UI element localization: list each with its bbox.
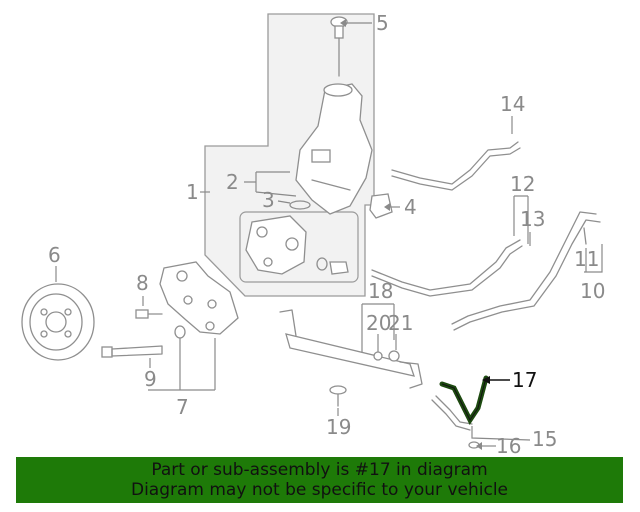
leader-18: [361, 303, 395, 352]
lower-line: [431, 399, 471, 431]
info-banner: Part or sub-assembly is #17 in diagram D…: [16, 457, 623, 503]
callout-7: 7: [176, 395, 189, 419]
cooler-line: [451, 211, 597, 325]
callout-21: 21: [388, 311, 413, 335]
pump-bracket: [159, 261, 239, 335]
callout-12: 12: [510, 172, 535, 196]
leader-7: [148, 338, 216, 391]
leader-10: [584, 244, 603, 273]
callout-1: 1: [186, 180, 199, 204]
callout-9: 9: [144, 367, 157, 391]
banner-line-2: Diagram may not be specific to your vehi…: [130, 480, 508, 500]
callout-3: 3: [262, 188, 275, 212]
callout-20: 20: [366, 311, 391, 335]
arrow-5: [340, 19, 346, 27]
callout-6: 6: [48, 243, 61, 267]
clip-21: [388, 350, 400, 362]
callout-15: 15: [532, 427, 557, 451]
leader-12: [513, 195, 529, 244]
o-ring: [289, 200, 311, 210]
reservoir-bracket: [369, 193, 393, 219]
callout-2: 2: [226, 170, 239, 194]
bolt-19: [329, 385, 347, 407]
callout-5: 5: [376, 11, 389, 35]
oil-cooler: [279, 309, 423, 389]
parts-diagram: 1 2 3 4 5 6 7 8 9 10 11 12 13 14 15 16 1…: [21, 11, 605, 455]
bolt-9: [101, 345, 163, 358]
callout-13: 13: [520, 207, 545, 231]
callout-19: 19: [326, 415, 351, 439]
arrow-16: [476, 442, 482, 450]
callout-11: 11: [574, 247, 599, 271]
banner-line-1: Part or sub-assembly is #17 in diagram: [151, 460, 488, 480]
leader-3: [277, 200, 291, 204]
pulley: [21, 283, 95, 361]
power-steering-pump: [245, 215, 349, 275]
callout-16: 16: [496, 434, 521, 455]
highlighted-hose-17: [439, 375, 489, 425]
arrow-4: [384, 203, 390, 211]
callout-18: 18: [368, 279, 393, 303]
clip-20: [373, 351, 383, 361]
callout-10: 10: [580, 279, 605, 303]
callout-17[interactable]: 17: [512, 368, 537, 392]
leader-15: [471, 426, 531, 441]
leader-2: [244, 171, 297, 197]
return-hose: [391, 141, 519, 185]
bolt-8: [135, 309, 163, 319]
reservoir: [295, 83, 373, 215]
pressure-hose: [371, 239, 521, 291]
callout-4: 4: [404, 195, 417, 219]
spacer: [174, 325, 186, 339]
callout-14: 14: [500, 92, 525, 116]
arrow-17: [482, 376, 490, 384]
callout-8: 8: [136, 271, 149, 295]
